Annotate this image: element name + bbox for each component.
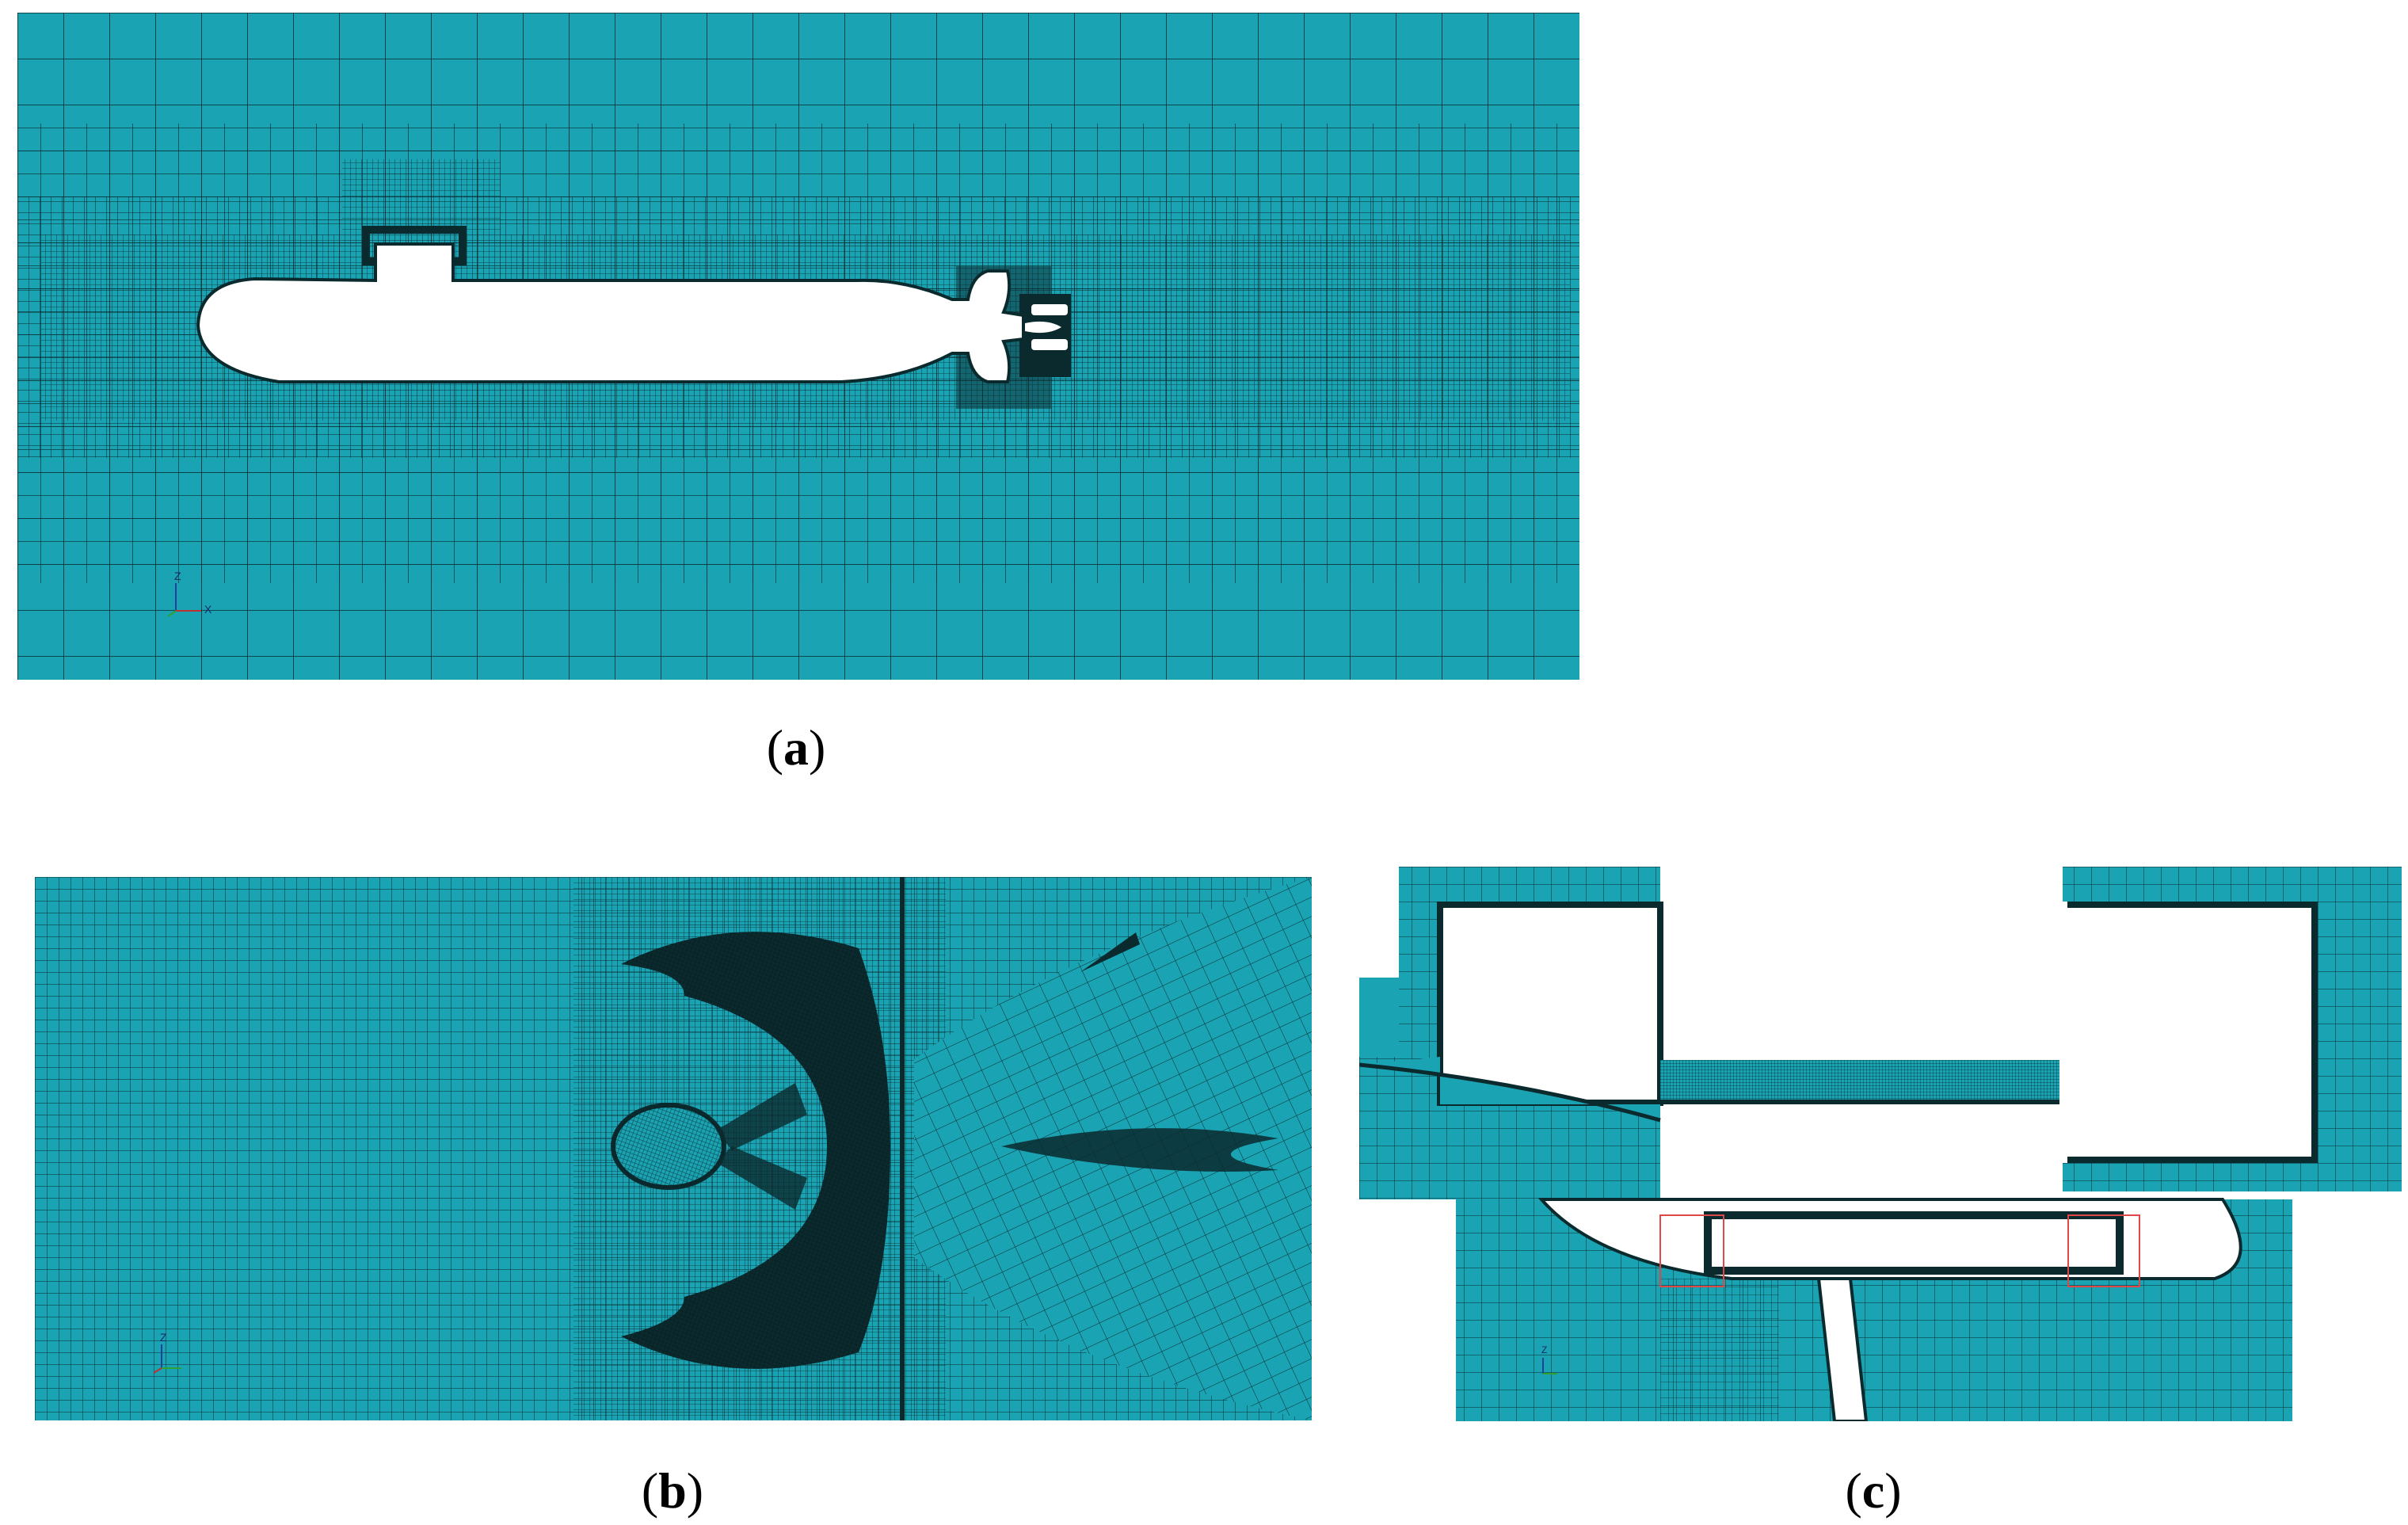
duct-lower bbox=[1031, 339, 1068, 350]
fin-upper bbox=[1080, 932, 1140, 972]
caption-b: (b) bbox=[641, 1462, 704, 1519]
axis-triad-b bbox=[153, 1344, 181, 1374]
panel-c-svg bbox=[1359, 867, 2402, 1421]
axis-label-a-z: Z bbox=[174, 570, 181, 582]
axis-triad-a bbox=[167, 583, 201, 617]
hub bbox=[1025, 321, 1061, 334]
axis-triad-c bbox=[1542, 1358, 1557, 1374]
caption-b-letter: b bbox=[658, 1462, 687, 1519]
blade-lower bbox=[716, 1146, 807, 1210]
stern-fin bbox=[1001, 1128, 1278, 1172]
duct-upper bbox=[1031, 304, 1068, 315]
inset-bottom bbox=[1456, 1198, 2292, 1421]
highlight-box-right bbox=[2067, 1214, 2140, 1287]
duct-mesh bbox=[621, 932, 890, 1369]
panel-b-svg bbox=[35, 877, 1312, 1420]
inset-top-center bbox=[1660, 1060, 2063, 1104]
inset-top-right bbox=[2059, 867, 2402, 1191]
hub-mesh bbox=[613, 1105, 724, 1188]
axis-label-c-z: Z bbox=[1541, 1344, 1548, 1355]
panel-a-mesh-domain: Z X bbox=[17, 13, 1579, 680]
caption-c: (c) bbox=[1845, 1462, 1902, 1519]
axis-label-b-z: Z bbox=[160, 1331, 167, 1344]
caption-a: (a) bbox=[766, 719, 826, 776]
panel-b-propulsor-mesh: Z bbox=[35, 877, 1312, 1420]
blade-upper bbox=[716, 1083, 807, 1150]
wake-refinement-box bbox=[1047, 294, 1253, 377]
caption-a-letter: a bbox=[783, 719, 809, 776]
inset-top-left bbox=[1359, 867, 1663, 1199]
panel-c-rim-gap-mesh: Z bbox=[1359, 867, 2402, 1421]
panel-a-svg bbox=[17, 13, 1579, 680]
submarine-hull bbox=[196, 242, 1025, 383]
axis-label-a-x: X bbox=[204, 603, 212, 616]
caption-c-letter: c bbox=[1861, 1462, 1885, 1519]
highlight-box-left bbox=[1659, 1214, 1724, 1287]
